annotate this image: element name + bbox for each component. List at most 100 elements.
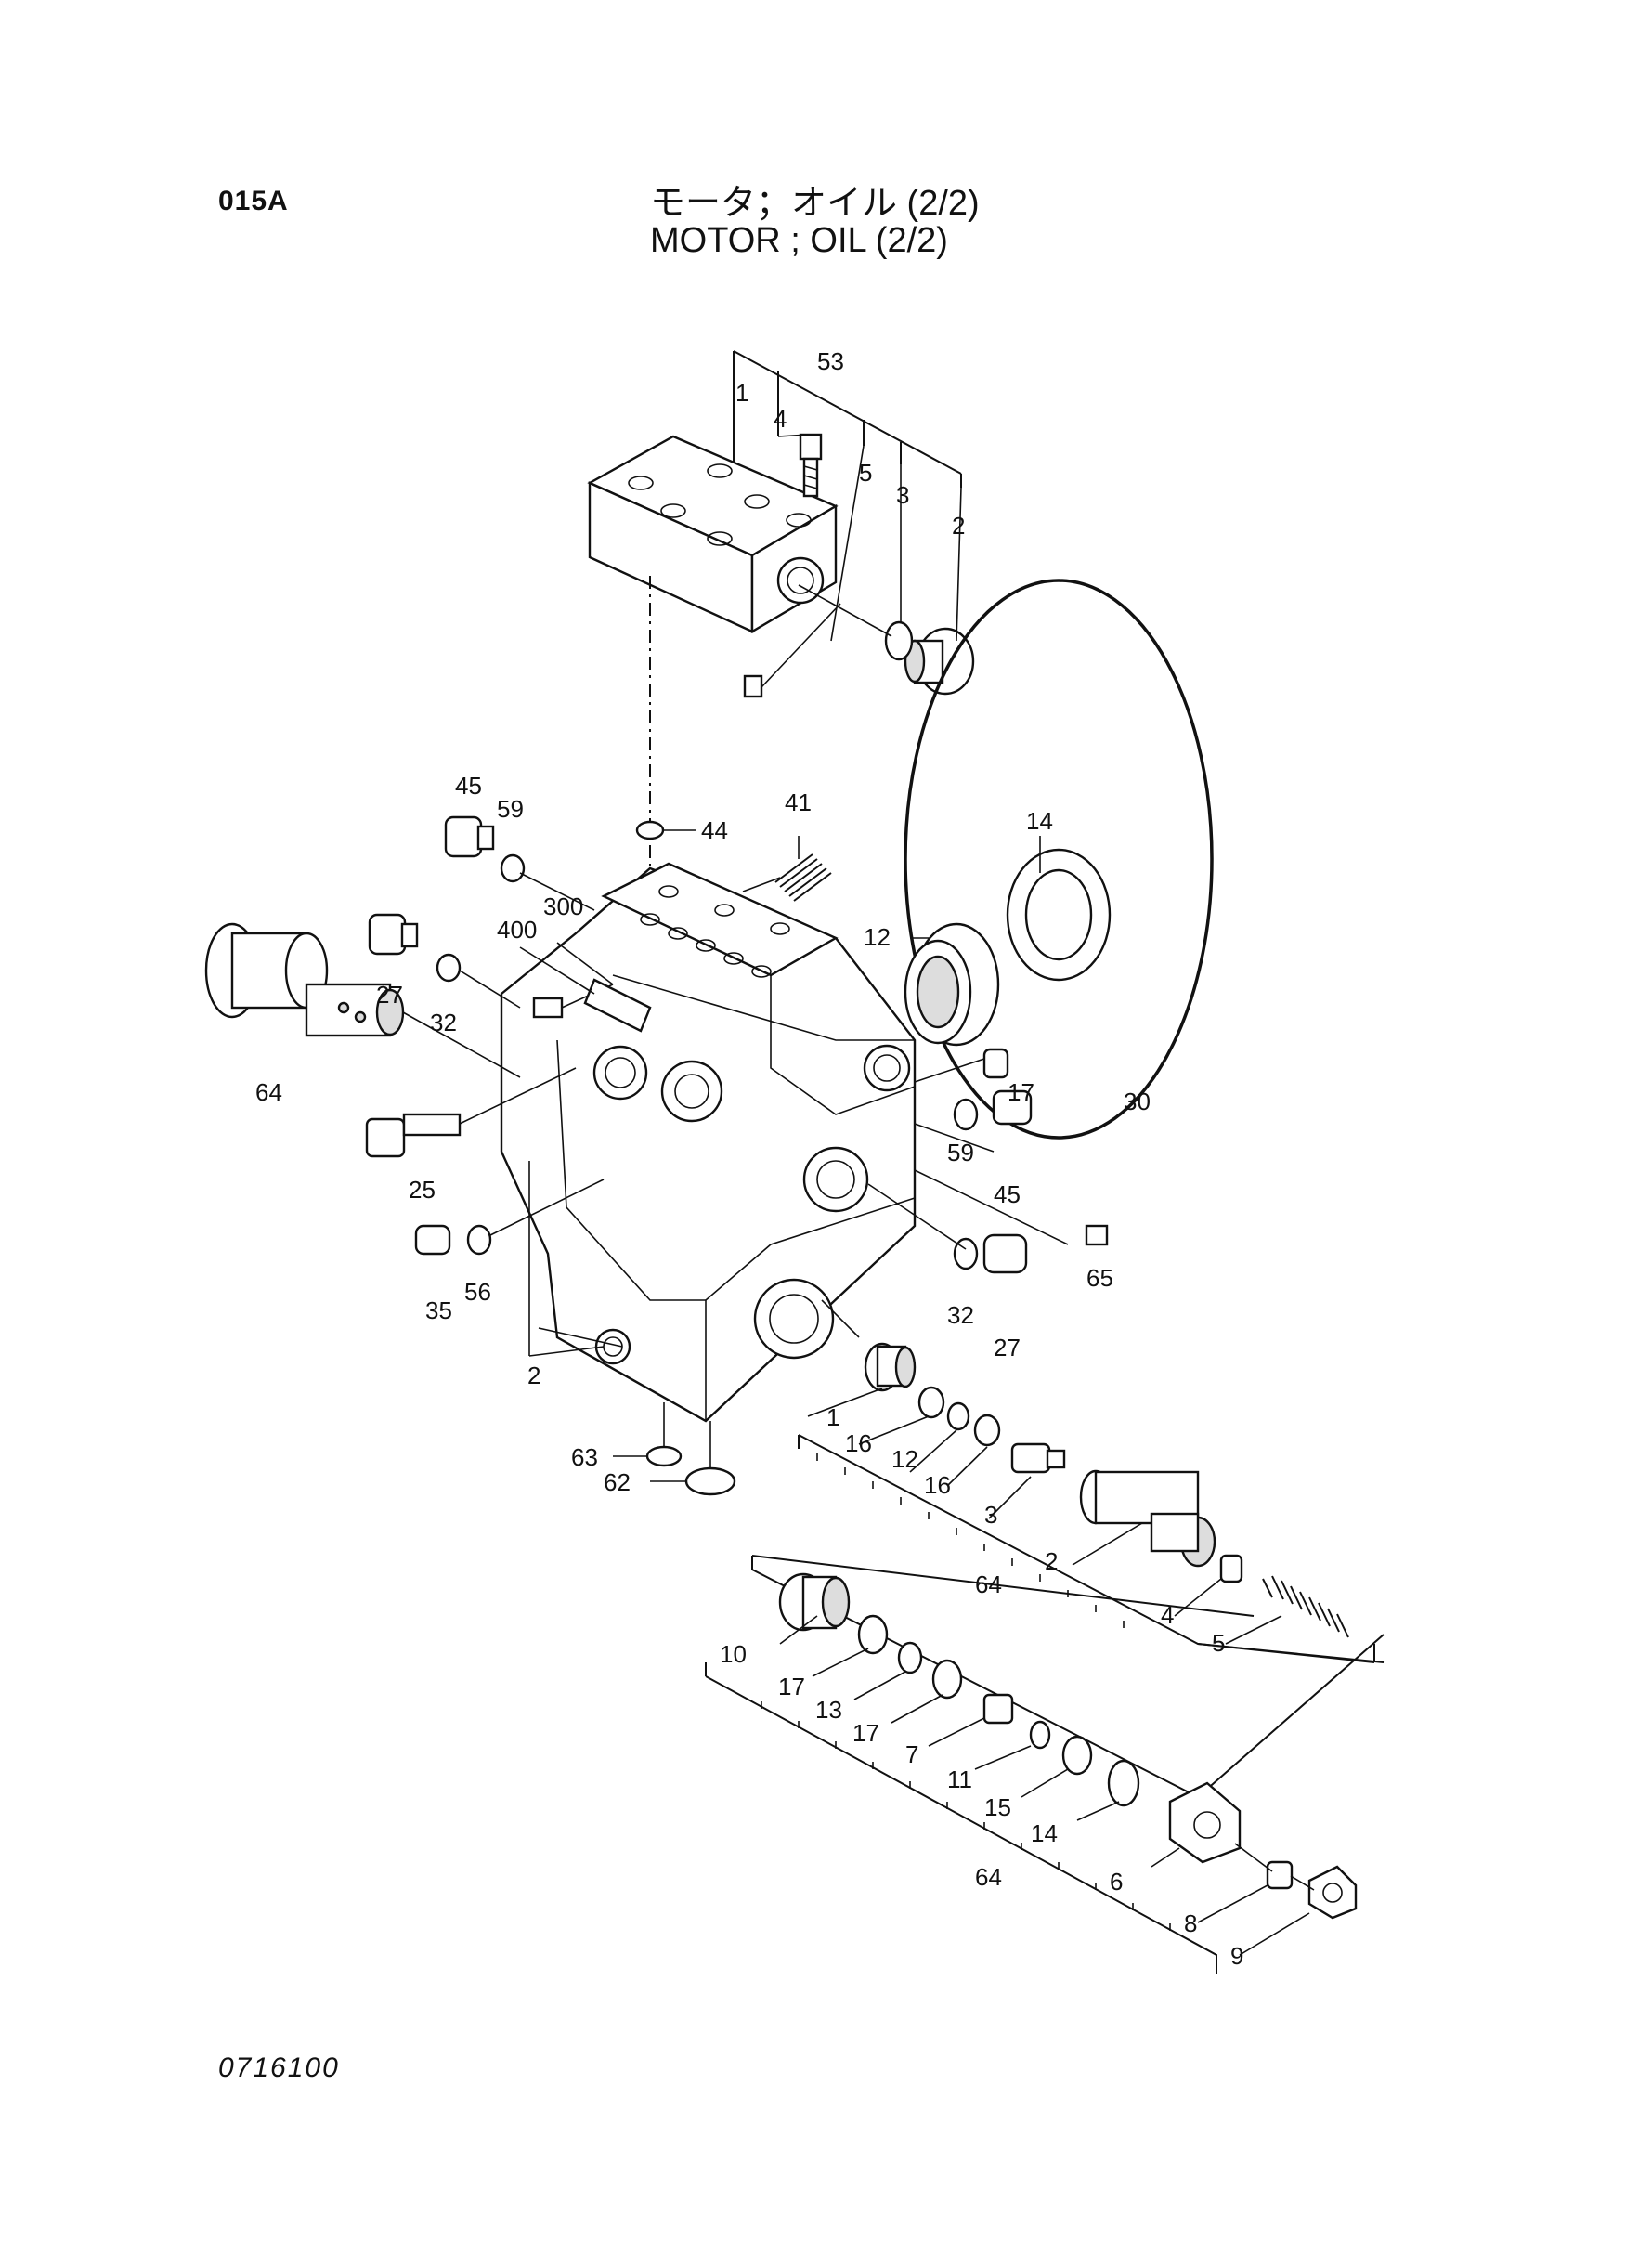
o-ring-32-left [436, 953, 462, 983]
callout-13-valve-b: 13 [815, 1696, 842, 1724]
o-ring-14 [1107, 1759, 1140, 1807]
callout-64-valve-b: 64 [975, 1863, 1002, 1891]
cap-4 [1219, 1554, 1243, 1583]
page-code: 015A [218, 186, 289, 216]
bearing-12 [904, 922, 1000, 1047]
callout-14: 14 [1026, 807, 1053, 835]
title-english: MOTOR ; OIL (2/2) [650, 221, 948, 260]
callout-400: 400 [497, 916, 537, 944]
callout-16a-valve-a: 16 [845, 1429, 872, 1457]
callout-16b-valve-a: 16 [924, 1471, 951, 1499]
callout-2-valve-a: 2 [1045, 1547, 1058, 1575]
callout-6-valve-b: 6 [1110, 1868, 1123, 1896]
callout-32-right: 32 [947, 1301, 974, 1329]
callout-27-right: 27 [994, 1334, 1021, 1362]
callout-8-valve-b: 8 [1184, 1909, 1197, 1937]
callout-3-valve-a: 3 [984, 1501, 997, 1529]
o-ring-32-right [953, 1237, 979, 1270]
plug-45-lower [992, 1089, 1033, 1126]
o-ring-11 [1029, 1720, 1051, 1750]
callout-59-upper: 59 [497, 795, 524, 823]
washer-17a [857, 1614, 889, 1655]
pin-17 [982, 1048, 1009, 1079]
callout-2-casing: 2 [527, 1362, 540, 1389]
spring-41 [774, 853, 832, 902]
o-ring-56 [466, 1224, 492, 1256]
callout-35: 35 [425, 1296, 452, 1324]
callout-10-valve-b: 10 [720, 1640, 747, 1668]
callout-65: 65 [1086, 1264, 1113, 1292]
callout-53: 53 [817, 347, 844, 375]
plate-300 [583, 978, 652, 1033]
callout-17a-valve-b: 17 [778, 1673, 805, 1700]
sleeve-2 [1079, 1469, 1216, 1568]
o-ring-13 [897, 1641, 923, 1674]
set-screw-5 [743, 674, 763, 698]
callout-12: 12 [864, 923, 891, 951]
plug-65 [1085, 1224, 1109, 1246]
valve-assembly-upper: 1 16 12 16 3 64 2 4 5 [798, 1299, 1385, 1663]
nut-9 [1307, 1865, 1358, 1920]
callout-59-lower: 59 [947, 1139, 974, 1166]
poppet-3 [1010, 1442, 1066, 1474]
callout-300: 300 [543, 892, 583, 920]
seat-1 [864, 1342, 917, 1392]
callout-17: 17 [1008, 1078, 1034, 1106]
callout-62: 62 [604, 1468, 631, 1496]
washer-16b [973, 1414, 1001, 1447]
callout-4-valve-a: 4 [1161, 1601, 1174, 1629]
callout-12-valve-a: 12 [891, 1445, 918, 1473]
plug-27-left [368, 913, 419, 956]
callout-17b-valve-b: 17 [852, 1719, 879, 1747]
washer-16a [917, 1386, 945, 1419]
valve-assembly-lower: 10 17 13 17 7 11 15 14 64 6 8 9 [705, 1555, 1385, 1974]
callout-44: 44 [701, 816, 728, 844]
valve-block [587, 435, 839, 634]
callout-56: 56 [464, 1278, 491, 1306]
cap-10 [778, 1572, 851, 1632]
callout-2: 2 [952, 512, 965, 540]
title-japanese: モータ；オイル (2/2) [650, 184, 980, 223]
callout-9-valve-b: 9 [1230, 1942, 1243, 1970]
relief-valve-64 [204, 922, 521, 1078]
bolt-4 [799, 433, 823, 498]
casing-assembly: 45 59 44 41 14 12 27 32 400 300 64 25 17… [204, 579, 1214, 1496]
callout-27-left: 27 [376, 981, 403, 1009]
callout-15-valve-b: 15 [984, 1793, 1011, 1821]
bolt-25 [365, 1067, 577, 1158]
callout-64-left: 64 [255, 1078, 282, 1106]
callout-41: 41 [785, 788, 812, 816]
callout-45-upper: 45 [455, 772, 482, 800]
o-ring-62 [684, 1466, 736, 1496]
callout-25: 25 [409, 1176, 436, 1204]
seat-7 [982, 1693, 1014, 1725]
o-ring-59-upper [500, 853, 526, 883]
spring-5 [1262, 1575, 1349, 1638]
top-block-assembly: 53 1 4 5 3 2 [587, 347, 975, 966]
callout-45-lower: 45 [994, 1180, 1021, 1208]
o-ring-59-right [953, 1098, 979, 1131]
washer-15 [1061, 1735, 1093, 1776]
plug-35 [414, 1224, 451, 1256]
callout-1: 1 [735, 379, 748, 407]
plug-6 [1168, 1781, 1242, 1864]
ring-30 [904, 579, 1214, 1140]
callout-5: 5 [859, 459, 872, 487]
bearing-14 [1006, 848, 1112, 982]
drawing-number: 0716100 [218, 2052, 340, 2083]
callout-4: 4 [774, 405, 787, 433]
plug-27-right [982, 1233, 1028, 1274]
callout-11-valve-b: 11 [947, 1765, 972, 1793]
callout-14-valve-b: 14 [1031, 1819, 1058, 1847]
o-ring-3 [884, 620, 914, 661]
callout-63: 63 [571, 1443, 598, 1471]
washer-17b [931, 1659, 963, 1700]
callout-32-left: 32 [430, 1009, 457, 1036]
callout-30: 30 [1124, 1088, 1151, 1115]
callout-5-valve-a: 5 [1212, 1629, 1225, 1657]
o-ring-63 [645, 1445, 683, 1467]
callout-7-valve-b: 7 [905, 1740, 918, 1768]
o-ring-44 [635, 820, 665, 840]
